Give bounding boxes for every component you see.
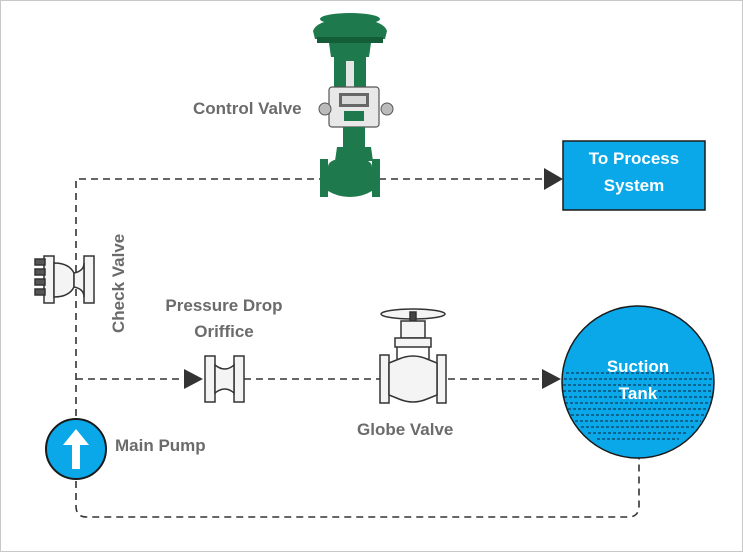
arrow-to-tank-icon	[542, 369, 561, 389]
pipe-return	[75, 456, 640, 518]
process-system-line1: To Process	[588, 149, 680, 168]
globe-valve-label: Globe Valve	[357, 420, 454, 439]
suction-tank-line2: Tank	[618, 384, 658, 403]
process-system-box	[562, 140, 706, 211]
orifice-icon	[204, 355, 245, 403]
arrow-to-process-icon	[544, 168, 563, 190]
pressure-drop-label: Pressure Drop	[165, 296, 283, 315]
piping-lines	[75, 178, 640, 518]
pipe-upper	[75, 178, 546, 416]
check-valve-label: Check Valve	[109, 233, 128, 333]
globe-valve-icon	[379, 308, 447, 404]
suction-tank-line1: Suction	[606, 357, 670, 376]
check-valve-icon	[34, 255, 95, 304]
orifice-label: Oriffice	[194, 322, 254, 341]
arrow-to-orifice-icon	[184, 369, 203, 389]
process-system-label: To Process System	[563, 145, 705, 199]
suction-tank-icon	[561, 305, 715, 459]
main-pump-label: Main Pump	[115, 436, 206, 455]
control-valve-label: Control Valve	[193, 99, 302, 118]
suction-tank-label: Suction Tank	[568, 353, 708, 407]
main-pump-icon	[45, 418, 107, 480]
control-valve-icon	[313, 13, 394, 197]
process-system-line2: System	[603, 176, 665, 195]
